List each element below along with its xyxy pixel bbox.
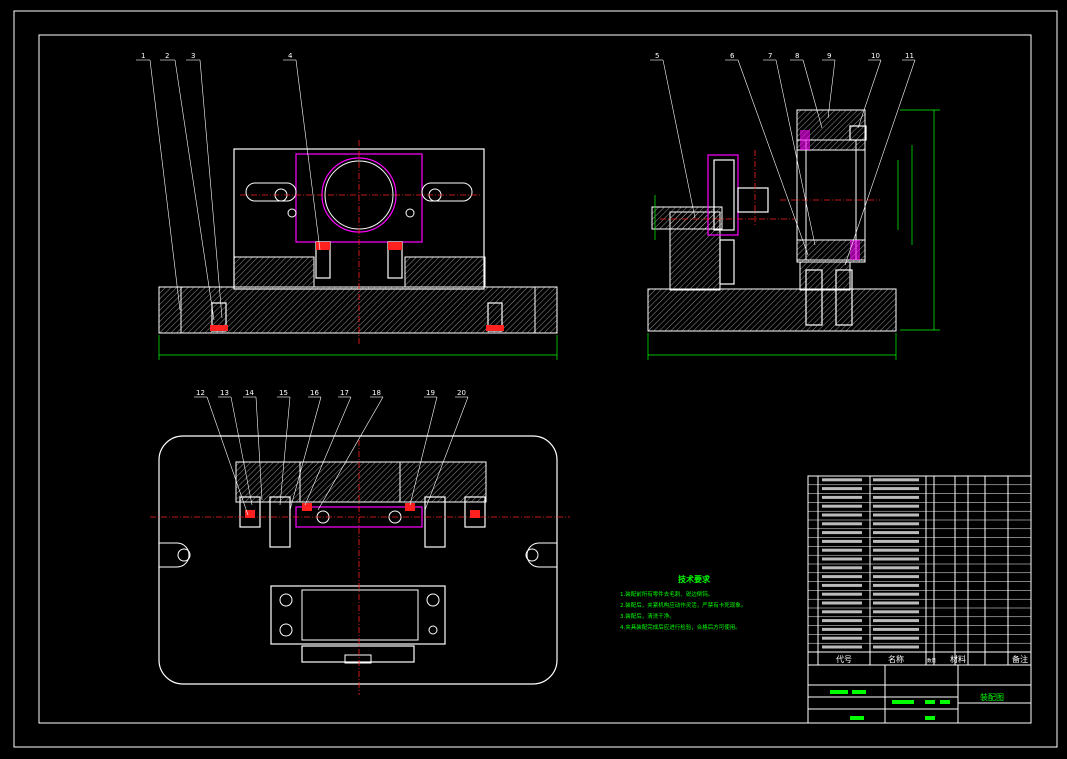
inner-border: [38, 34, 1032, 724]
callout-9: 9: [827, 52, 831, 60]
callout-5: 5: [655, 52, 659, 60]
bom-code-placeholder: [822, 478, 862, 482]
callout-17: 17: [340, 389, 349, 397]
side-callouts: 5 6 7 8 9 10 11: [650, 52, 916, 266]
bom-name-placeholder: [873, 539, 919, 543]
bom-name-placeholder: [873, 531, 919, 535]
top-view: [150, 435, 570, 695]
bom-name-placeholder: [873, 610, 919, 614]
outer-frame: [13, 10, 1058, 748]
callout-19: 19: [426, 389, 435, 397]
bom-code-placeholder: [822, 601, 862, 605]
bom-name-placeholder: [873, 495, 919, 499]
bom-code-placeholder: [822, 513, 862, 517]
callout-8: 8: [795, 52, 799, 60]
callout-6: 6: [730, 52, 735, 60]
callout-2: 2: [165, 52, 169, 60]
bom-code-placeholder: [822, 522, 862, 526]
bom-code-placeholder: [822, 583, 862, 587]
header-qty: 数量: [927, 657, 936, 664]
bom-name-placeholder: [873, 487, 919, 491]
bom-name-placeholder: [873, 583, 919, 587]
bom-name-placeholder: [873, 557, 919, 561]
bom-code-placeholder: [822, 531, 862, 535]
title-block: 代号 名称 数量 材料 备注 装配图: [807, 475, 1032, 724]
side-view: [647, 109, 940, 360]
header-codes: 代号: [836, 654, 852, 664]
bom-rows: [808, 478, 1031, 653]
top-callouts: 12 13 14 15 16 17 18 19 20: [194, 389, 469, 516]
callout-14: 14: [245, 389, 254, 397]
bom-code-placeholder: [822, 539, 862, 543]
bom-code-placeholder: [822, 619, 862, 623]
tech-req-title: 技术要求: [678, 574, 711, 584]
callout-11: 11: [905, 52, 914, 60]
tech-req-line-3: 3.装配后，清洗干净。: [620, 612, 675, 620]
front-view: [158, 140, 558, 360]
bom-name-placeholder: [873, 627, 919, 631]
drawing-title: 装配图: [980, 692, 1004, 702]
tech-req-line-1: 1.装配前所有零件去毛刺、锐边倒钝。: [620, 590, 713, 598]
bom-code-placeholder: [822, 487, 862, 491]
header-remark: 备注: [1012, 654, 1028, 664]
bom-code-placeholder: [822, 592, 862, 596]
bom-code-placeholder: [822, 610, 862, 614]
bom-code-placeholder: [822, 504, 862, 508]
bom-code-placeholder: [822, 548, 862, 552]
callout-16: 16: [310, 389, 319, 397]
bom-code-placeholder: [822, 575, 862, 579]
bom-code-placeholder: [822, 495, 862, 499]
bom-code-placeholder: [822, 627, 862, 631]
header-name: 名称: [888, 654, 904, 664]
bom-code-placeholder: [822, 557, 862, 561]
bom-name-placeholder: [873, 601, 919, 605]
bom-name-placeholder: [873, 504, 919, 508]
callout-1: 1: [141, 52, 145, 60]
bom-code-placeholder: [822, 645, 862, 649]
header-material: 材料: [950, 654, 966, 664]
callout-15: 15: [279, 389, 288, 397]
bom-name-placeholder: [873, 645, 919, 649]
bom-name-placeholder: [873, 566, 919, 570]
callout-20: 20: [457, 389, 466, 397]
tech-req-line-4: 4.夹具装配完成后应进行检验，合格后方可使用。: [620, 623, 741, 631]
bom-name-placeholder: [873, 575, 919, 579]
tech-req-line-2: 2.装配后，夹紧机构应动作灵活，严禁有卡死现象。: [620, 601, 746, 609]
callout-18: 18: [372, 389, 381, 397]
callout-3: 3: [191, 52, 195, 60]
bom-code-placeholder: [822, 566, 862, 570]
callout-4: 4: [288, 52, 293, 60]
front-callouts: 1 2 3 4: [136, 52, 321, 321]
callout-12: 12: [196, 389, 205, 397]
callout-13: 13: [220, 389, 229, 397]
bom-name-placeholder: [873, 522, 919, 526]
bom-name-placeholder: [873, 636, 919, 640]
bom-name-placeholder: [873, 592, 919, 596]
callout-10: 10: [871, 52, 880, 60]
callout-7: 7: [768, 52, 772, 60]
bom-name-placeholder: [873, 619, 919, 623]
bom-name-placeholder: [873, 478, 919, 482]
bom-name-placeholder: [873, 513, 919, 517]
bom-code-placeholder: [822, 636, 862, 640]
tech-requirements: 技术要求 1.装配前所有零件去毛刺、锐边倒钝。 2.装配后，夹紧机构应动作灵活，…: [620, 574, 746, 631]
bom-name-placeholder: [873, 548, 919, 552]
